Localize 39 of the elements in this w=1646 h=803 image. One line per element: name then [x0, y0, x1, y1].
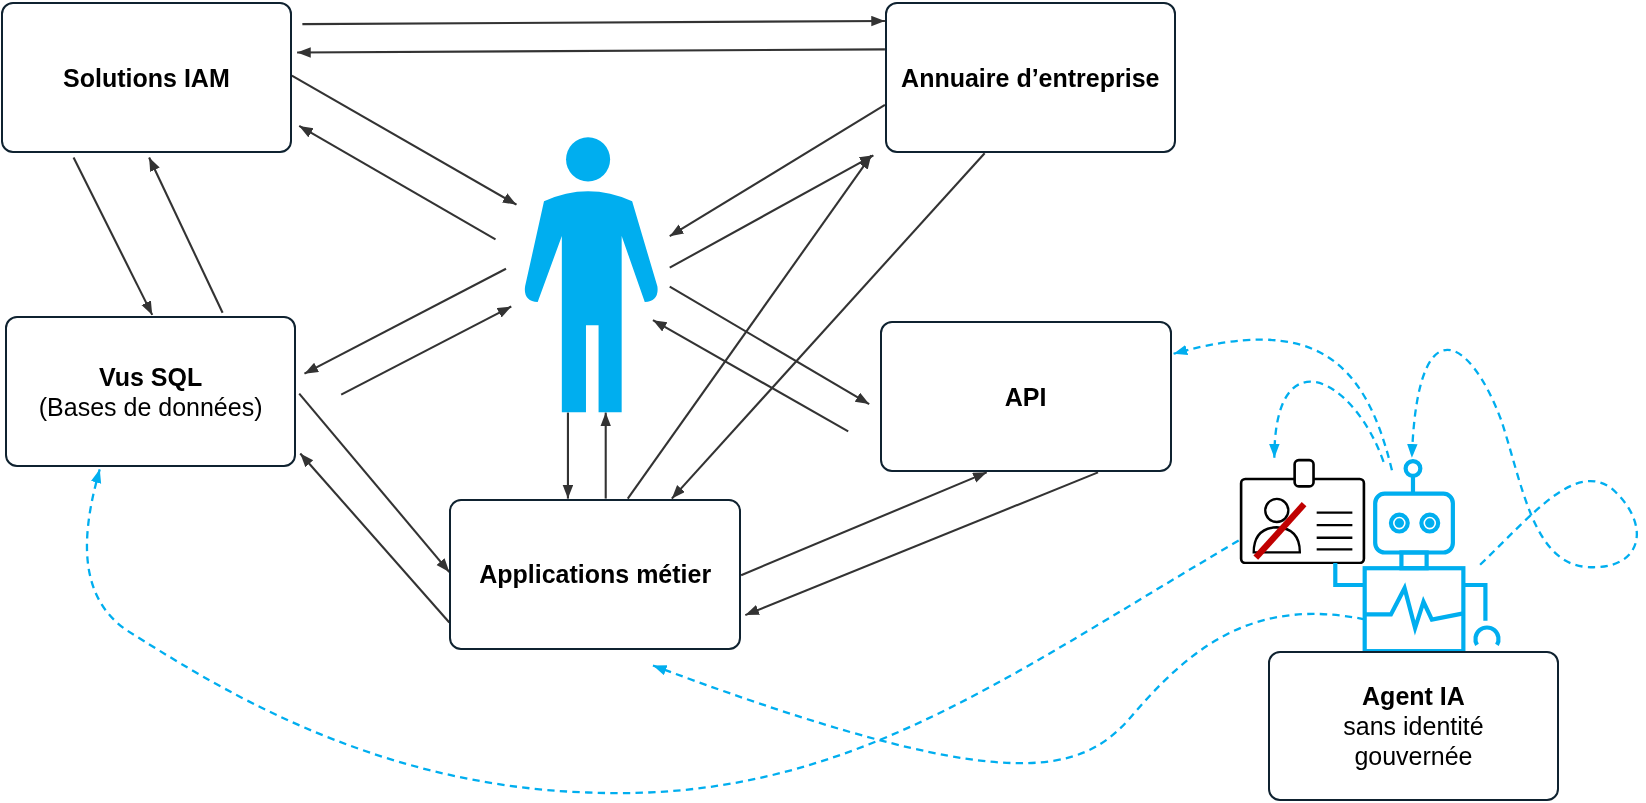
arrow	[740, 471, 988, 577]
arrow	[298, 392, 451, 573]
arrow	[669, 104, 886, 238]
arrow	[671, 152, 986, 500]
box-subtitle: (Bases de données)	[38, 391, 263, 422]
arrow	[148, 157, 224, 314]
arrow	[72, 156, 154, 316]
arrow	[669, 154, 874, 269]
arrow	[600, 412, 611, 499]
box-subtitle: sans identité gouvernée	[1342, 710, 1485, 771]
process-box	[1268, 650, 1559, 801]
box-title: API	[1004, 381, 1047, 412]
process-box	[879, 321, 1172, 473]
dashed-arrow	[652, 612, 1365, 764]
box-title: Applications métier	[479, 559, 712, 590]
dashed-arrow	[1407, 349, 1638, 569]
box-title: Agent IA	[1362, 680, 1465, 711]
arrow	[299, 452, 451, 624]
arrow	[652, 319, 849, 433]
box-title: Solutions IAM	[63, 62, 230, 93]
process-box	[5, 315, 296, 468]
box-title: Annuaire d’entreprise	[901, 62, 1160, 93]
arrow	[626, 154, 873, 500]
process-box	[884, 2, 1176, 154]
arrow	[302, 15, 885, 27]
arrow	[291, 74, 518, 206]
arrow	[298, 125, 497, 241]
arrow	[669, 285, 870, 406]
dashed-arrow	[1173, 338, 1394, 471]
arrow	[340, 305, 512, 396]
arrow	[562, 412, 574, 499]
dashed-arrow	[1269, 380, 1385, 463]
dashed-arrow	[85, 468, 1240, 794]
arrow	[744, 471, 1099, 617]
box-title: Vus SQL	[99, 361, 203, 392]
arrow	[303, 267, 507, 375]
arrow	[297, 47, 885, 58]
process-box	[1, 2, 292, 154]
process-box	[449, 498, 742, 650]
